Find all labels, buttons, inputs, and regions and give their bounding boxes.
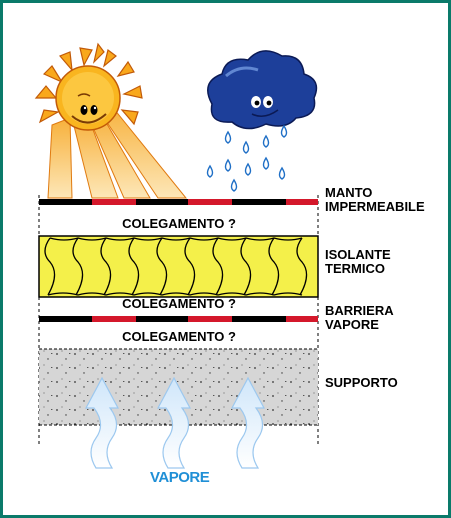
label-line: TERMICO — [325, 261, 385, 276]
waterproof-membrane — [39, 199, 318, 205]
connection-label-2: COLEGAMENTO ? — [122, 296, 236, 311]
label-line: ISOLANTE — [325, 247, 391, 262]
vapor-barrier-label: BARRIERA VAPORE — [325, 304, 394, 332]
sun-rays — [47, 103, 188, 199]
vapor-label: VAPORE — [150, 469, 210, 486]
connection-label-3: COLEGAMENTO ? — [122, 329, 236, 344]
support-slab — [39, 348, 318, 426]
thermal-insulation-label: ISOLANTE TERMICO — [325, 248, 391, 276]
waterproof-membrane-label: MANTO IMPERMEABILE — [325, 186, 425, 214]
vapor-arrow-icon — [85, 376, 265, 469]
label-line: MANTO — [325, 185, 373, 200]
sun-icon — [34, 42, 143, 131]
label-line: IMPERMEABILE — [325, 199, 425, 214]
cloud-icon — [207, 50, 318, 130]
raindrop-icon — [206, 124, 288, 192]
label-line: BARRIERA — [325, 303, 394, 318]
label-line: VAPORE — [325, 317, 379, 332]
connection-label-1: COLEGAMENTO ? — [122, 216, 236, 231]
support-label: SUPPORTO — [325, 375, 398, 390]
thermal-insulation — [38, 235, 319, 298]
vapor-barrier — [39, 316, 318, 322]
